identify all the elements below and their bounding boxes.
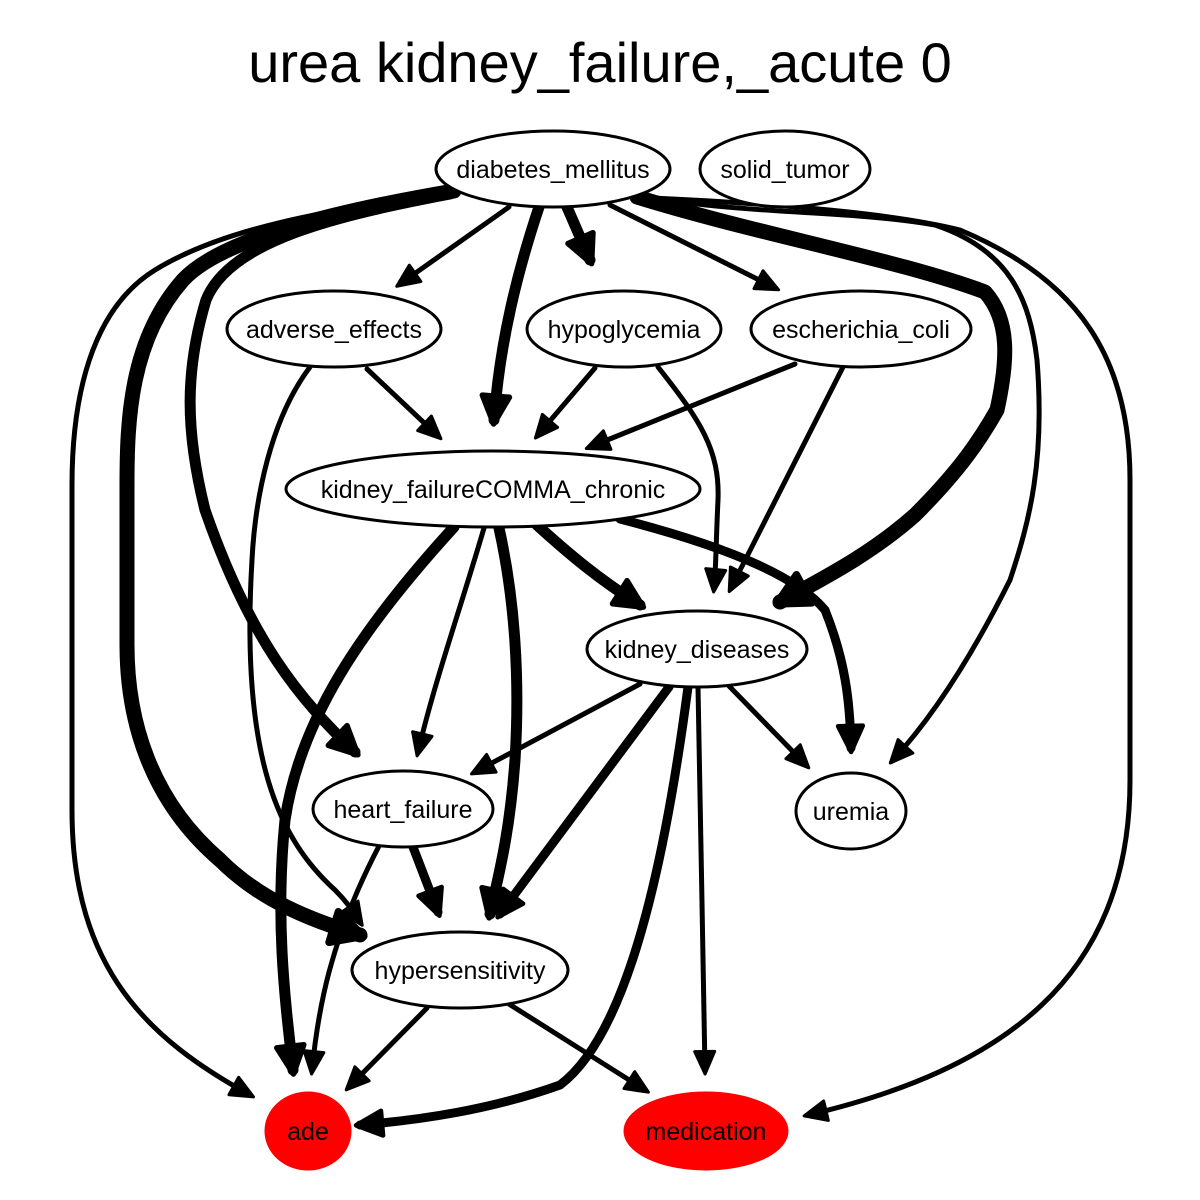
node-medication-shape xyxy=(623,1091,789,1171)
node-hypoglycemia-shape xyxy=(525,289,723,369)
edge-diabetes-mellitus-to-ade xyxy=(69,191,453,1098)
edge-kidney-failure-chronic-to-heart-failure-arrowhead xyxy=(411,730,434,758)
edge-escherichia-coli-to-kidney-diseases xyxy=(728,364,846,591)
node-escherichia-coli: escherichia_coli xyxy=(749,289,973,369)
edge-heart-failure-to-ade-arrowhead xyxy=(302,1049,326,1076)
edge-escherichia-coli-to-kidney-failure-chronic xyxy=(587,361,798,450)
edge-hypoglycemia-to-kidney-diseases-arrowhead xyxy=(704,567,728,594)
edge-adverse-effects-to-hypersensitivity xyxy=(247,364,363,925)
edge-escherichia-coli-to-kidney-diseases-arrowhead xyxy=(727,565,750,594)
node-heart-failure-shape xyxy=(311,769,495,849)
node-ade-shape xyxy=(264,1091,352,1171)
edge-diabetes-mellitus-to-uremia xyxy=(647,194,1042,763)
node-medication-label: medication xyxy=(646,1118,767,1146)
node-solid-tumor-label: solid_tumor xyxy=(720,156,849,184)
edge-diabetes-mellitus-to-escherichia-coli xyxy=(607,202,778,291)
edge-diabetes-mellitus-to-hypersensitivity xyxy=(119,183,462,943)
edge-kidney-diseases-to-heart-failure-arrowhead xyxy=(469,752,498,776)
edge-kidney-diseases-to-hypersensitivity xyxy=(495,682,674,919)
node-diabetes-mellitus-shape xyxy=(434,129,672,209)
node-kidney-diseases: kidney_diseases xyxy=(585,609,809,689)
node-kidney-diseases-shape xyxy=(585,609,809,689)
graph-title: urea kidney_failure,_acute 0 xyxy=(248,31,952,94)
node-adverse-effects-shape xyxy=(225,289,443,369)
edge-diabetes-mellitus-to-medication-arrowhead xyxy=(802,1099,830,1122)
node-uremia-label: uremia xyxy=(813,798,890,826)
node-hypersensitivity: hypersensitivity xyxy=(350,930,570,1010)
node-ade-label: ade xyxy=(287,1118,329,1146)
node-hypoglycemia-label: hypoglycemia xyxy=(548,316,701,344)
node-hypersensitivity-shape xyxy=(350,930,570,1010)
edge-escherichia-coli-to-kidney-failure-chronic-arrowhead xyxy=(584,429,613,451)
edge-kidney-diseases-to-ade-arrowhead xyxy=(353,1108,386,1138)
node-kidney-failure-chronic: kidney_failureCOMMA_chronic xyxy=(284,449,702,529)
edge-kidney-diseases-to-ade xyxy=(355,682,693,1130)
edge-diabetes-mellitus-to-uremia-arrowhead xyxy=(888,738,915,765)
edge-kidney-failure-chronic-to-hypersensitivity xyxy=(484,522,523,920)
edge-kidney-failure-chronic-to-ade xyxy=(275,521,460,1076)
edge-heart-failure-to-ade xyxy=(309,843,382,1073)
edge-diabetes-mellitus-to-kidney-diseases xyxy=(629,189,1013,610)
node-diabetes-mellitus-label: diabetes_mellitus xyxy=(456,156,649,184)
edge-kidney-failure-chronic-to-uremia xyxy=(615,514,856,753)
edge-kidney-failure-chronic-to-ade-arrowhead xyxy=(274,1041,307,1077)
edge-hypoglycemia-to-kidney-failure-chronic-arrowhead xyxy=(533,412,560,440)
node-uremia: uremia xyxy=(794,771,908,851)
node-medication: medication xyxy=(623,1091,789,1171)
edge-diabetes-mellitus-to-hypersensitivity-arrowhead xyxy=(325,907,368,947)
node-escherichia-coli-shape xyxy=(749,289,973,369)
edge-diabetes-mellitus-to-heart-failure xyxy=(184,188,456,758)
edge-diabetes-mellitus-to-adverse-effects-arrowhead xyxy=(395,263,423,288)
edge-diabetes-mellitus-to-medication xyxy=(649,195,1133,1118)
edge-kidney-failure-chronic-to-kidney-diseases-arrowhead xyxy=(609,577,647,610)
edge-layer xyxy=(69,183,1133,1138)
node-kidney-diseases-label: kidney_diseases xyxy=(605,636,790,664)
node-adverse-effects: adverse_effects xyxy=(225,289,443,369)
edge-hypersensitivity-to-ade-arrowhead xyxy=(344,1065,371,1092)
edge-kidney-diseases-to-medication xyxy=(695,684,708,1073)
node-layer: diabetes_mellitus solid_tumor adverse_effe… xyxy=(225,129,973,1171)
node-escherichia-coli-label: escherichia_coli xyxy=(772,316,950,344)
node-hypersensitivity-label: hypersensitivity xyxy=(375,957,546,985)
edge-diabetes-mellitus-to-heart-failure-arrowhead xyxy=(325,722,361,758)
edge-adverse-effects-to-kidney-failure-chronic-arrowhead xyxy=(416,414,443,441)
node-adverse-effects-label: adverse_effects xyxy=(246,316,422,344)
node-uremia-shape xyxy=(794,771,908,851)
node-heart-failure: heart_failure xyxy=(311,769,495,849)
edge-diabetes-mellitus-to-adverse-effects xyxy=(397,204,512,287)
edge-diabetes-mellitus-to-hypoglycemia-arrowhead xyxy=(565,229,596,267)
edge-kidney-diseases-to-uremia-arrowhead xyxy=(784,743,811,770)
node-kidney-failure-chronic-label: kidney_failureCOMMA_chronic xyxy=(321,476,666,504)
edge-kidney-failure-chronic-to-uremia-arrowhead xyxy=(835,723,866,755)
edge-diabetes-mellitus-to-kidney-failure-chronic-arrowhead xyxy=(479,392,513,427)
node-hypoglycemia: hypoglycemia xyxy=(525,289,723,369)
node-solid-tumor: solid_tumor xyxy=(698,129,872,209)
edge-kidney-diseases-to-medication-arrowhead xyxy=(693,1049,717,1076)
edge-diabetes-mellitus-to-escherichia-coli-arrowhead xyxy=(752,269,781,292)
edge-kidney-diseases-to-heart-failure xyxy=(472,681,643,775)
node-solid-tumor-shape xyxy=(698,129,872,209)
edge-kidney-diseases-to-hypersensitivity-arrowhead xyxy=(495,886,526,920)
node-ade: ade xyxy=(264,1091,352,1171)
edge-heart-failure-to-hypersensitivity-arrowhead xyxy=(416,884,444,918)
edge-kidney-failure-chronic-to-heart-failure xyxy=(415,525,487,755)
node-kidney-failure-chronic-shape xyxy=(284,449,702,529)
edge-hypersensitivity-to-medication-arrowhead xyxy=(622,1070,650,1094)
node-heart-failure-label: heart_failure xyxy=(334,796,473,824)
edge-diabetes-mellitus-to-kidney-failure-chronic xyxy=(488,201,545,426)
edge-hypersensitivity-to-medication xyxy=(506,1001,648,1093)
edge-diabetes-mellitus-to-ade-arrowhead xyxy=(227,1075,255,1099)
node-diabetes-mellitus: diabetes_mellitus xyxy=(434,129,672,209)
